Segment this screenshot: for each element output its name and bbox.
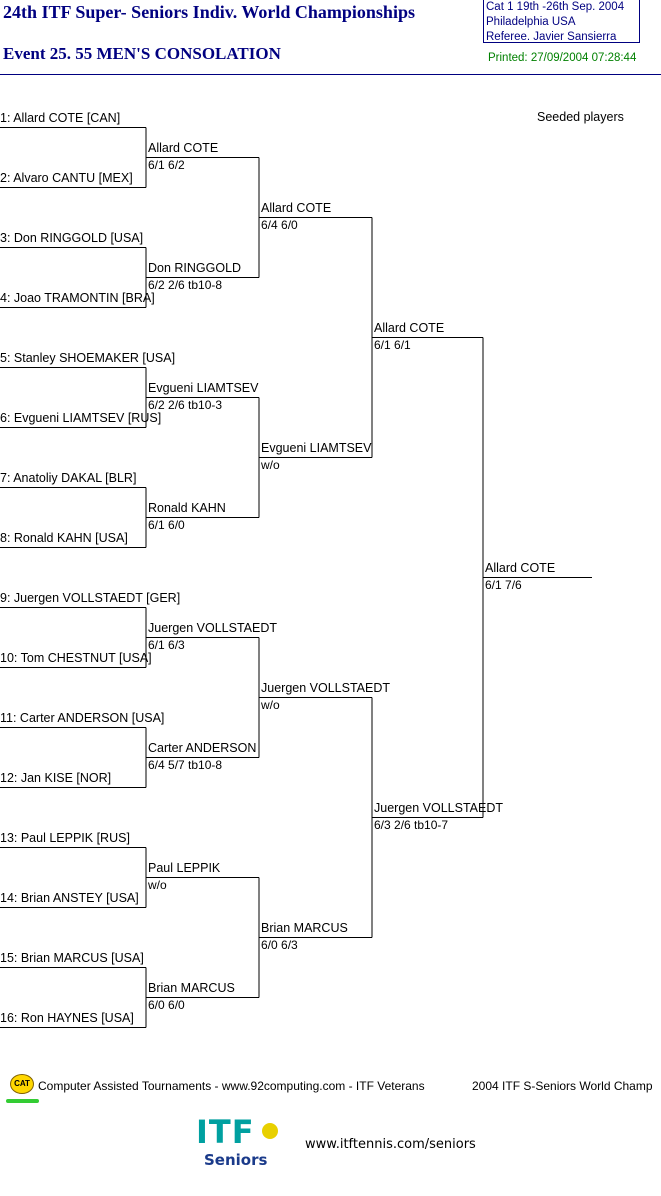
r3-match-score: 6/4 6/0 [261,217,298,232]
r2-winner-name: Ronald KAHN [148,500,226,515]
r1-player-name: 11: Carter ANDERSON [USA] [0,710,165,725]
r1-player-name: 15: Brian MARCUS [USA] [0,950,144,965]
itf-seniors-logo: ITF Seniors [196,1113,286,1173]
r1-player-name: 6: Evgueni LIAMTSEV [RUS] [0,410,162,425]
seeded-players-label: Seeded players [537,110,624,124]
r1-player-name: 12: Jan KISE [NOR] [0,770,112,785]
r3-winner-name: Brian MARCUS [261,920,348,935]
itf-seniors-url[interactable]: www.itftennis.com/seniors [305,1137,476,1152]
r2-winner-name: Allard COTE [148,140,219,155]
printed-timestamp: Printed: 27/09/2004 07:28:44 [488,52,637,64]
r1-player-name: 8: Ronald KAHN [USA] [0,530,128,545]
header-divider [0,74,661,75]
r3-winner-name: Juergen VOLLSTAEDT [261,680,390,695]
r2-winner-name: Juergen VOLLSTAEDT [148,620,277,635]
r1-player-name: 5: Stanley SHOEMAKER [USA] [0,350,176,365]
r1-player-name: 14: Brian ANSTEY [USA] [0,890,139,905]
r1-player-name: 2: Alvaro CANTU [MEX] [0,170,133,185]
r2-match-score: w/o [148,877,167,892]
r1-player-name: 7: Anatoliy DAKAL [BLR] [0,470,137,485]
info-location: Philadelphia USA [486,16,576,28]
r2-winner-name: Don RINGGOLD [148,260,242,275]
r4-match-score: 6/1 6/1 [374,337,411,352]
r2-match-score: 6/0 6/0 [148,997,185,1012]
r1-player-name: 13: Paul LEPPIK [RUS] [0,830,130,845]
r4-winner-name: Juergen VOLLSTAEDT [374,800,503,815]
cat-logo-underline [6,1099,39,1103]
r1-player-name: 4: Joao TRAMONTIN [BRA] [0,290,155,305]
r2-winner-name: Evgueni LIAMTSEV [148,380,259,395]
software-credit: Computer Assisted Tournaments - www.92co… [38,1079,425,1093]
r1-player-name: 16: Ron HAYNES [USA] [0,1010,134,1025]
champion-name: Allard COTE [485,560,556,575]
tournament-title: 24th ITF Super- Seniors Indiv. World Cha… [3,2,415,22]
r2-match-score: 6/1 6/0 [148,517,185,532]
r2-match-score: 6/2 2/6 tb10-8 [148,277,223,292]
r4-match-score: 6/3 2/6 tb10-7 [374,817,449,832]
final-match-score: 6/1 7/6 [485,577,522,592]
r3-match-score: w/o [261,457,280,472]
r2-match-score: 6/2 2/6 tb10-3 [148,397,223,412]
r1-player-name: 9: Juergen VOLLSTAEDT [GER] [0,590,181,605]
r2-match-score: 6/1 6/2 [148,157,185,172]
r2-winner-name: Brian MARCUS [148,980,235,995]
r3-winner-name: Allard COTE [261,200,332,215]
r1-player-name: 10: Tom CHESTNUT [USA] [0,650,152,665]
r3-match-score: 6/0 6/3 [261,937,298,952]
event-short-name: 2004 ITF S-Seniors World Champ [472,1079,653,1093]
itf-logo-text: ITF [196,1113,255,1151]
r4-winner-name: Allard COTE [374,320,445,335]
r2-match-score: 6/4 5/7 tb10-8 [148,757,223,772]
r1-player-name: 3: Don RINGGOLD [USA] [0,230,144,245]
r3-match-score: w/o [261,697,280,712]
event-title: Event 25. 55 MEN'S CONSOLATION [3,44,281,63]
r3-winner-name: Evgueni LIAMTSEV [261,440,372,455]
info-category-dates: Cat 1 19th -26th Sep. 2004 [486,1,625,13]
r2-match-score: 6/1 6/3 [148,637,185,652]
tennis-ball-icon [262,1123,278,1139]
cat-logo-icon: CAT [10,1074,34,1094]
tournament-info-box: Cat 1 19th -26th Sep. 2004 Philadelphia … [483,0,640,43]
r1-player-name: 1: Allard COTE [CAN] [0,110,121,125]
info-referee: Referee. Javier Sansierra [486,31,617,43]
r2-winner-name: Carter ANDERSON [148,740,257,755]
r2-winner-name: Paul LEPPIK [148,860,221,875]
itf-logo-subtitle: Seniors [204,1151,268,1169]
